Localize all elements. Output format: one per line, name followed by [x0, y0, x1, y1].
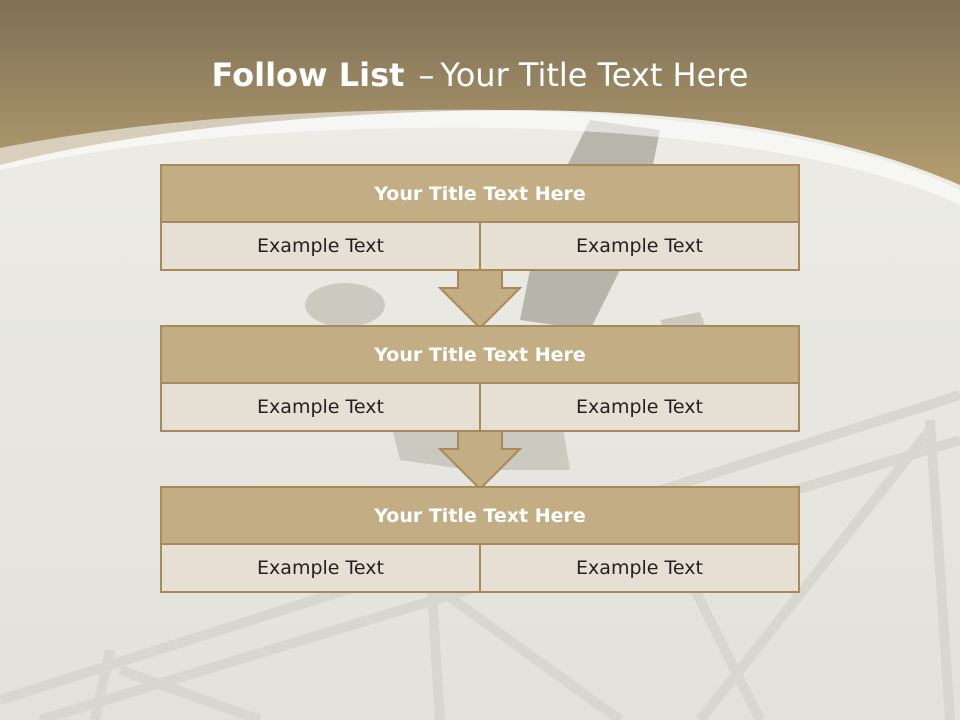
step-cell-left: Example Text: [162, 384, 479, 430]
step-cell-left: Example Text: [162, 223, 479, 269]
slide-title: Follow List–Your Title Text Here: [0, 52, 960, 98]
down-arrow-icon: [438, 270, 522, 330]
step-title: Your Title Text Here: [162, 327, 798, 384]
step-cell-left: Example Text: [162, 545, 479, 591]
step-cell-right: Example Text: [479, 545, 798, 591]
title-separator: –: [418, 56, 435, 94]
step-cell-right: Example Text: [479, 223, 798, 269]
step-cell-right: Example Text: [479, 384, 798, 430]
step-title: Your Title Text Here: [162, 488, 798, 545]
step-title: Your Title Text Here: [162, 166, 798, 223]
step-block-3: Your Title Text Here Example Text Exampl…: [160, 486, 800, 593]
step-block-2: Your Title Text Here Example Text Exampl…: [160, 325, 800, 432]
down-arrow-icon: [438, 431, 522, 491]
title-rest: Your Title Text Here: [440, 56, 749, 94]
step-block-1: Your Title Text Here Example Text Exampl…: [160, 164, 800, 271]
title-bold: Follow List: [211, 56, 405, 94]
